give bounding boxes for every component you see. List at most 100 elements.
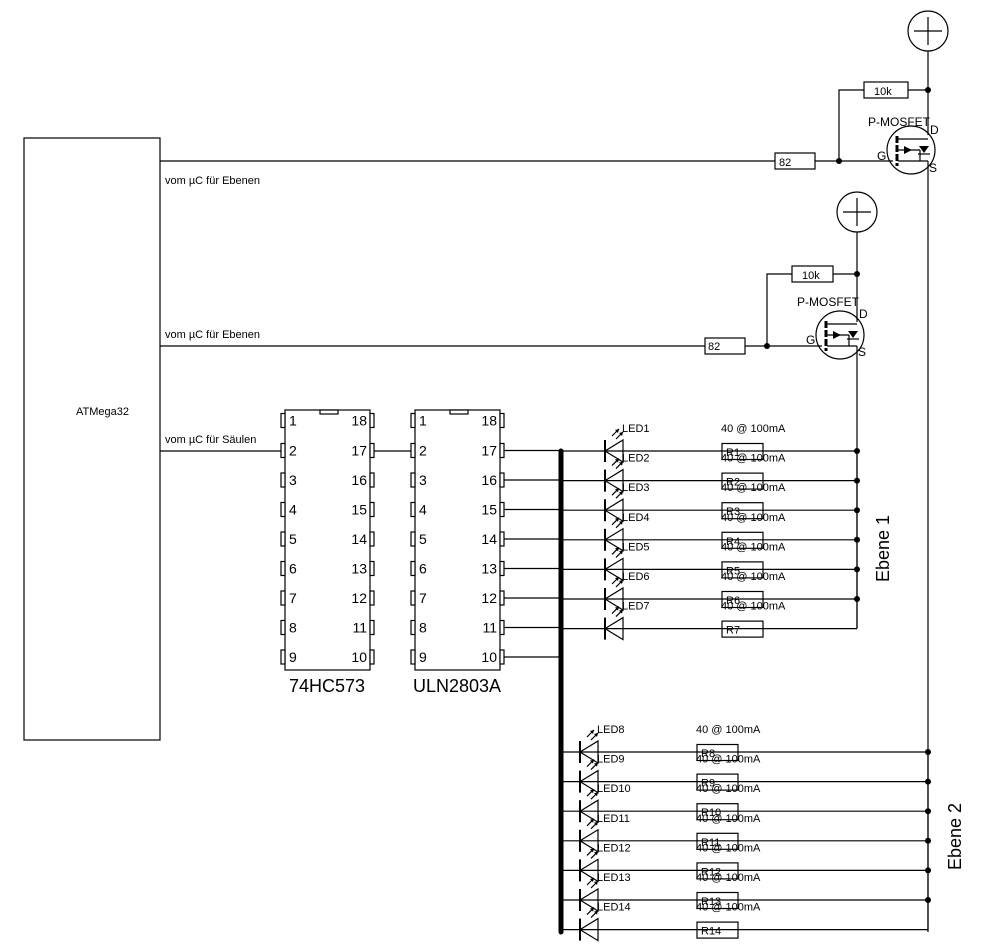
led-resistor (721, 561, 764, 579)
ic-pin-number: 2 (419, 443, 427, 459)
led-arrowhead (590, 878, 594, 882)
led-icon (578, 818, 599, 853)
led-icon (603, 487, 624, 523)
ic-pin-left (280, 531, 286, 547)
ic-pin-number: 8 (419, 620, 427, 636)
mosfet-diode (919, 146, 929, 153)
led-arrowhead (619, 432, 623, 436)
ic-pin-number: 11 (352, 620, 367, 636)
led-icon (578, 847, 599, 883)
signal-label-columns: vom µC für Säulen (165, 434, 256, 446)
led-icon (603, 458, 624, 493)
mosfet-gate-label: G (806, 333, 815, 347)
led-resistor (721, 531, 764, 549)
ic-pin-right (369, 412, 375, 429)
p-mosfet-icon (815, 310, 865, 360)
ic-pin-number: 7 (289, 590, 297, 606)
ic-pin-right (369, 531, 375, 547)
led-resistor-label: R12 (701, 866, 721, 878)
led-icon (603, 428, 624, 464)
led-arrowhead (615, 488, 619, 493)
led-label: LED2 (622, 453, 650, 465)
ic-pin-left (280, 649, 286, 665)
mosfet-drain-label: D (930, 123, 939, 137)
led-arrowhead (615, 458, 619, 463)
ic-pin-number: 12 (351, 590, 367, 606)
ic-pin-right (369, 501, 375, 518)
ic-pin-left (410, 501, 416, 518)
ic-pin-number: 12 (481, 590, 497, 606)
led-triangle (578, 858, 599, 883)
ic-pin-number: 7 (419, 590, 427, 606)
led-arrowhead (619, 491, 623, 496)
microcontroller-body (23, 137, 161, 741)
ic-pin-number: 9 (289, 649, 297, 665)
led-resistor (696, 803, 739, 821)
ic-pin-number: 17 (351, 443, 367, 459)
ic-pin-number: 6 (289, 561, 297, 577)
led-resistor-label: R4 (726, 536, 740, 548)
ic-pin-right (499, 560, 505, 577)
ic-pin-right (369, 590, 375, 606)
led-icon (578, 877, 599, 913)
ic-pin-number: 18 (351, 413, 367, 429)
ic-pin-number: 14 (351, 531, 367, 547)
led-label: LED13 (597, 872, 631, 884)
led-resistor-value: 40 @ 100mA (721, 541, 786, 553)
led-resistor-label: R10 (701, 807, 721, 819)
led-arrowhead (590, 907, 594, 912)
ic-pin-number: 5 (289, 531, 297, 547)
led-label: LED9 (597, 754, 625, 766)
ic-pin-number: 10 (481, 649, 497, 665)
signal-wires: vom µC für Ebenen vom µC für Ebenen vom … (160, 160, 775, 452)
ic-pin-left (410, 560, 416, 577)
led-triangle (578, 828, 599, 853)
ic-pin-number: 9 (419, 649, 427, 665)
ic-pin-number: 3 (419, 472, 427, 488)
led-resistor-value: 40 @ 100mA (696, 902, 761, 914)
led-resistor-label: R2 (726, 477, 740, 489)
led-label: LED14 (597, 902, 631, 914)
led-label: LED6 (622, 571, 650, 583)
ic-pin-number: 4 (289, 502, 297, 518)
ic-pin-right (369, 649, 375, 665)
ic-pin-left (410, 590, 416, 606)
ic-pin-right (499, 412, 505, 429)
ic-body (284, 409, 371, 671)
pullup-resistor-value: 10k (802, 270, 820, 282)
layer-label-2: Ebene 2 (945, 803, 965, 870)
led-resistor-value: 40 @ 100mA (696, 813, 761, 825)
layer-label-1: Ebene 1 (873, 515, 893, 582)
led-icon (603, 606, 624, 641)
ic-pin-right (499, 619, 505, 636)
ic-pin-left (410, 412, 416, 429)
ic-pin-left (410, 619, 416, 636)
led-arrowhead (594, 733, 598, 737)
led-resistor-label: R5 (726, 565, 740, 577)
led-resistor-value: 40 @ 100mA (696, 842, 761, 854)
led-resistor-label: R7 (726, 625, 740, 637)
led-resistor-value: 40 @ 100mA (721, 423, 786, 435)
led-arrowhead (619, 520, 623, 525)
led-triangle (603, 498, 624, 523)
led-arrowhead (594, 821, 598, 826)
led-resistor-value: 40 @ 100mA (721, 482, 786, 494)
led-triangle (578, 739, 599, 765)
ic-pin-left (280, 501, 286, 518)
led-arrowhead (615, 547, 619, 552)
ic-pin-number: 11 (482, 620, 497, 636)
led-label: LED10 (597, 783, 631, 795)
mosfet-arrow (904, 146, 912, 154)
led-resistor-label: R11 (701, 837, 720, 849)
led-label: LED5 (622, 541, 650, 553)
p-mosfet-icon (886, 125, 936, 175)
led-arrowhead (594, 762, 598, 767)
ic-pin-right (499, 531, 505, 547)
led-resistor (696, 862, 739, 880)
mosfet-label: P-MOSFET (868, 115, 931, 129)
signal-label-layer1: vom µC für Ebenen (165, 175, 260, 187)
ic-pin-number: 17 (481, 443, 497, 459)
